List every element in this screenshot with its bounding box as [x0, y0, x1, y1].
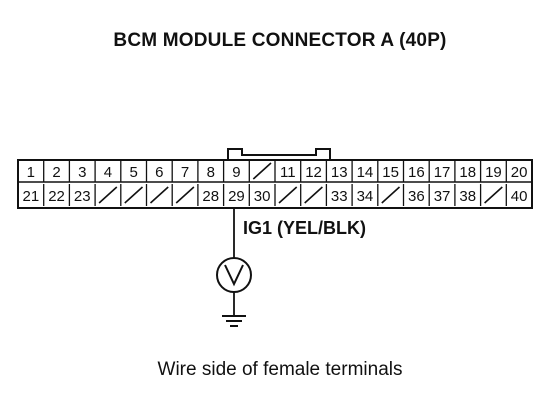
bottom-row-empty-terminal: [124, 186, 144, 204]
top-row-terminal-19: 19: [485, 164, 502, 181]
bottom-row-terminal-29: 29: [228, 188, 245, 205]
voltmeter-icon: [216, 257, 252, 293]
top-row-terminal-1: 1: [27, 164, 35, 181]
top-row-terminal-11: 11: [280, 164, 296, 181]
bottom-row-empty-terminal: [484, 186, 503, 204]
top-row-terminal-6: 6: [155, 164, 163, 181]
bottom-row-terminal-34: 34: [357, 188, 374, 205]
top-row-terminal-7: 7: [181, 164, 189, 181]
top-row-terminal-5: 5: [129, 164, 137, 181]
bottom-row-terminal-28: 28: [202, 188, 219, 205]
bottom-row-empty-terminal: [304, 186, 323, 204]
bottom-row-terminal-30: 30: [254, 188, 271, 205]
top-row-terminal-16: 16: [408, 164, 425, 181]
top-row-terminal-14: 14: [357, 164, 374, 181]
ground-icon: [222, 315, 246, 327]
connector-lock-tab: [227, 148, 331, 160]
diagram-title: BCM MODULE CONNECTOR A (40P): [113, 30, 447, 51]
diagram-caption: Wire side of female terminals: [157, 359, 403, 380]
top-row-terminal-13: 13: [331, 164, 348, 181]
bottom-row-terminal-40: 40: [511, 188, 528, 205]
bottom-row-empty-terminal: [149, 186, 169, 204]
bottom-row-empty-terminal: [381, 186, 401, 204]
top-row-terminal-3: 3: [78, 164, 86, 181]
bottom-row-terminal-21: 21: [23, 188, 40, 205]
top-row-terminal-2: 2: [52, 164, 60, 181]
bottom-row-terminal-37: 37: [434, 188, 451, 205]
top-row-terminal-17: 17: [434, 164, 451, 181]
top-row-terminal-8: 8: [207, 164, 215, 181]
top-row-terminal-9: 9: [232, 164, 240, 181]
top-row-terminal-20: 20: [511, 164, 528, 181]
top-row-empty-terminal: [252, 162, 272, 180]
top-row-terminal-15: 15: [382, 164, 399, 181]
bottom-row-terminal-23: 23: [74, 188, 91, 205]
top-row-terminal-4: 4: [104, 164, 112, 181]
bottom-row-terminal-33: 33: [331, 188, 348, 205]
bottom-row-empty-terminal: [175, 186, 195, 204]
bottom-row-empty-terminal: [98, 186, 118, 204]
wire-color-label: IG1 (YEL/BLK): [243, 218, 367, 238]
bottom-row-terminal-22: 22: [48, 188, 65, 205]
top-row-terminal-18: 18: [459, 164, 476, 181]
bottom-row-empty-terminal: [278, 186, 298, 204]
bottom-row-terminal-38: 38: [459, 188, 476, 205]
top-row-terminal-12: 12: [305, 164, 322, 181]
bottom-row-terminal-36: 36: [408, 188, 425, 205]
connector-bottom-row: 21 22 23 28 29 30 33 34 36 37 38 40: [23, 184, 528, 206]
